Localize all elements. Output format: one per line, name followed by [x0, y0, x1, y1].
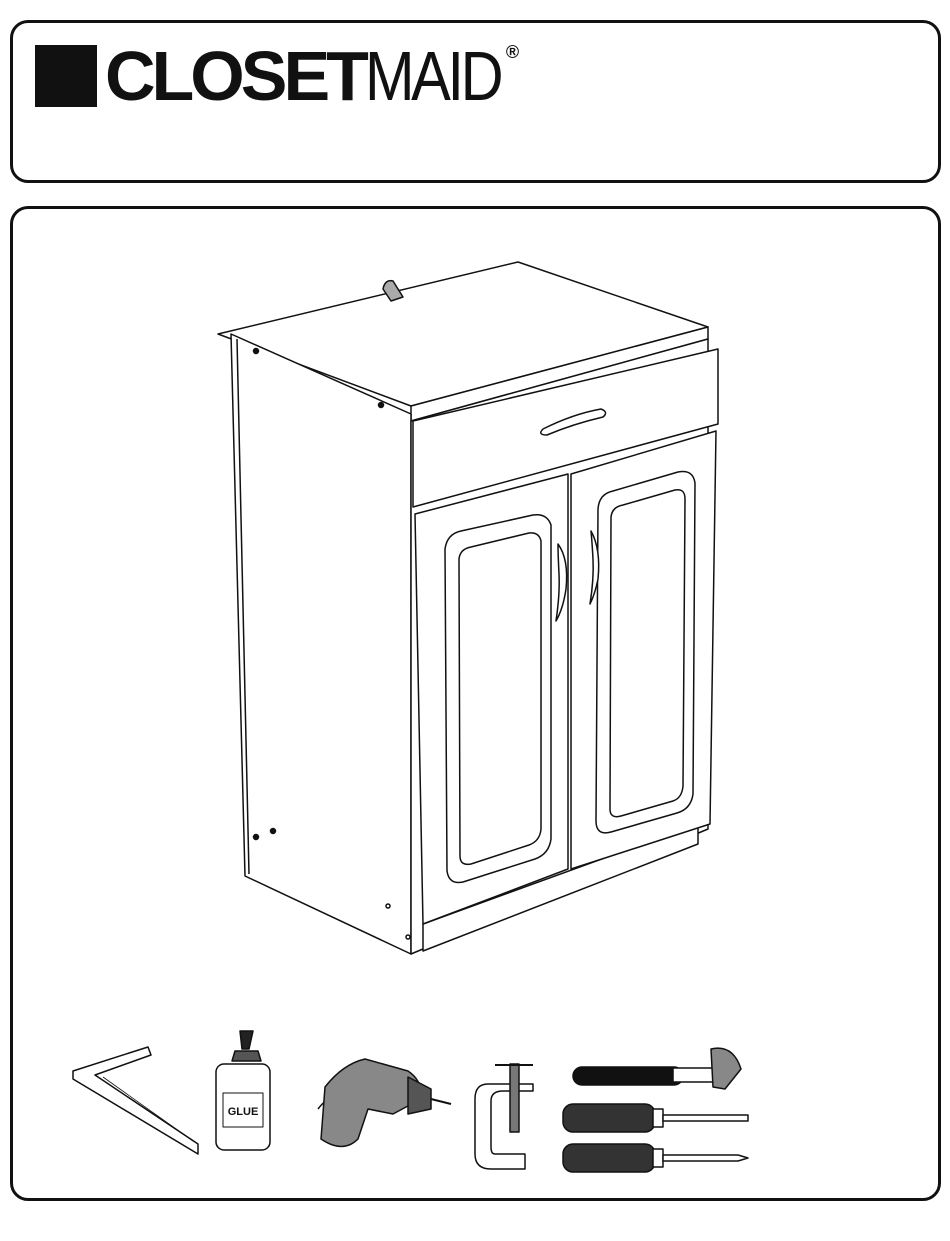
glue-bottle-icon: GLUE: [216, 1031, 270, 1150]
power-drill-icon: [318, 1059, 451, 1147]
hammer-icon: [573, 1048, 741, 1089]
illustration-panel: GLUE: [10, 206, 941, 1201]
right-door-panel-inner: [610, 490, 685, 817]
carpenter-square-icon: [73, 1047, 198, 1154]
phillips-screwdriver-icon: [563, 1144, 748, 1172]
side-hole: [271, 829, 276, 834]
c-clamp-icon: [475, 1064, 533, 1169]
registered-mark: ®: [506, 43, 519, 61]
logo-text-bold: CLOSET: [105, 43, 365, 109]
glue-label: GLUE: [228, 1106, 259, 1118]
side-hole: [254, 835, 259, 840]
cabinet-illustration: [218, 262, 718, 954]
side-hole: [379, 403, 384, 408]
side-hole: [386, 904, 390, 908]
logo-wordmark: CLOSET MAID: [105, 43, 524, 109]
side-hole: [406, 935, 410, 939]
header-panel: CLOSET MAID ®: [10, 20, 941, 183]
logo-square-icon: [35, 45, 97, 107]
illustration-canvas: GLUE: [13, 209, 938, 1198]
cabinet-side: [231, 334, 411, 954]
left-door-panel-inner: [459, 533, 541, 864]
tools-illustration: GLUE: [73, 1031, 748, 1172]
flathead-screwdriver-icon: [563, 1104, 748, 1132]
logo-text-light: MAID: [365, 43, 500, 109]
side-hole: [254, 349, 259, 354]
closetmaid-logo: CLOSET MAID ®: [35, 43, 519, 109]
